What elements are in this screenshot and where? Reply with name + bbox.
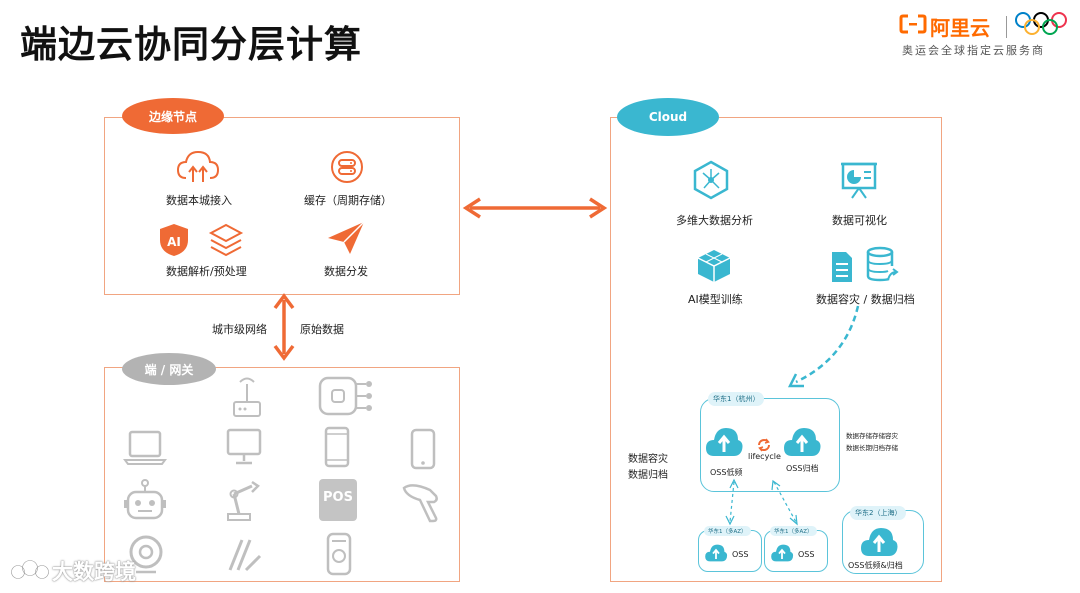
raw-data-label: 原始数据 — [300, 323, 344, 336]
network-label: 城市级网络 — [212, 323, 267, 336]
layers-icon — [208, 223, 244, 257]
cloud-item-ai-training: AI模型训练 — [688, 293, 743, 306]
edge-item-parse: 数据解析/预处理 — [166, 265, 247, 278]
robot-icon — [124, 479, 166, 520]
cloud-tag: Cloud — [617, 98, 719, 136]
svg-text:AI: AI — [167, 235, 181, 249]
olympic-rings-icon — [1015, 12, 1067, 35]
cloud-item-disaster-archive: 数据容灾 / 数据归档 — [816, 293, 915, 306]
document-icon — [832, 252, 852, 282]
zone-az-1-label: OSS — [732, 550, 749, 559]
zone-az-1 — [698, 530, 762, 572]
smart-speaker-icon — [326, 532, 352, 576]
region-shanghai-label: OSS低频&归档 — [848, 561, 903, 570]
zone-az-1-tag: 华东1（多AZ） — [704, 526, 751, 536]
oss-archive-label: OSS归档 — [786, 464, 819, 473]
aliyun-logo-icon — [899, 14, 927, 34]
edge-item-cache: 缓存（周期存储） — [304, 194, 392, 207]
oss-cloud-icon — [706, 428, 743, 456]
side-label-archive: 数据归档 — [628, 470, 668, 481]
router-icon — [233, 377, 261, 417]
oss-archive-cloud-icon — [784, 428, 821, 456]
brand-name: 阿里云 — [930, 16, 990, 40]
robot-arm-icon — [227, 480, 260, 521]
az-replication-arrows — [725, 478, 798, 526]
edge-node-tag: 边缘节点 — [122, 98, 224, 134]
region-note-archive: 数据长期归档存储 — [846, 444, 898, 452]
device-gateway-tag: 端 / 网关 — [122, 353, 216, 385]
edge-node-panel — [104, 117, 460, 295]
database-archive-icon — [866, 246, 899, 282]
zone-az-2-label: OSS — [798, 550, 815, 559]
oss-low-freq-label: OSS低频 — [710, 468, 743, 477]
edge-cloud-double-arrow — [462, 197, 608, 219]
archive-flow-dashed-arrow — [787, 305, 860, 388]
device-gateway-panel — [104, 367, 460, 582]
ai-shield-icon: AI — [160, 224, 188, 256]
region-shanghai-oss-icon — [861, 528, 898, 556]
send-paper-plane-icon — [328, 221, 365, 254]
pos-label: POS — [323, 490, 353, 505]
tablet-icon — [324, 426, 350, 468]
mobile-phone-icon — [410, 428, 436, 470]
watermark-logo-icon — [11, 560, 49, 579]
brand-logo: 阿里云 奥运会全球指定云服务商 — [899, 10, 1070, 60]
data-visualization-icon — [841, 162, 877, 199]
cloud-upload-icon — [176, 150, 220, 182]
side-label-disaster: 数据容灾 — [628, 454, 668, 465]
laptop-icon — [123, 430, 167, 465]
zone-az-2-oss-icon — [771, 544, 794, 562]
cloud-panel — [610, 117, 942, 582]
edge-item-distribute: 数据分发 — [324, 265, 368, 278]
lifecycle-label: lifecycle — [748, 452, 781, 461]
storage-cache-icon — [331, 151, 363, 183]
barcode-scanner-icon — [402, 484, 438, 523]
pos-terminal-icon — [319, 479, 357, 521]
lifecycle-refresh-icon — [758, 438, 770, 452]
brand-subtitle: 奥运会全球指定云服务商 — [902, 44, 1045, 57]
region-hangzhou-tag: 华东1（杭州） — [708, 392, 765, 406]
page-title: 端边云协同分层计算 — [20, 23, 362, 66]
pen-tools-icon — [228, 539, 262, 572]
monitor-icon — [226, 428, 262, 465]
cloud-item-visualization: 数据可视化 — [832, 214, 887, 227]
cloud-item-analysis: 多维大数据分析 — [676, 214, 753, 227]
zone-az-1-oss-icon — [705, 544, 728, 562]
big-data-analysis-icon — [693, 160, 729, 200]
edge-device-double-arrow — [273, 293, 295, 361]
region-note-disaster: 数据存储存储容灾 — [846, 432, 898, 440]
region-shanghai-tag: 华东2（上海） — [850, 506, 907, 520]
watermark-text: 大数跨境 — [52, 560, 136, 584]
webcam-icon — [129, 535, 163, 574]
zone-az-2-tag: 华东1（多AZ） — [770, 526, 817, 536]
gateway-hub-icon — [318, 376, 372, 416]
edge-item-access: 数据本城接入 — [166, 194, 232, 207]
brand-divider — [1006, 16, 1007, 38]
ai-model-cube-icon — [697, 250, 731, 282]
